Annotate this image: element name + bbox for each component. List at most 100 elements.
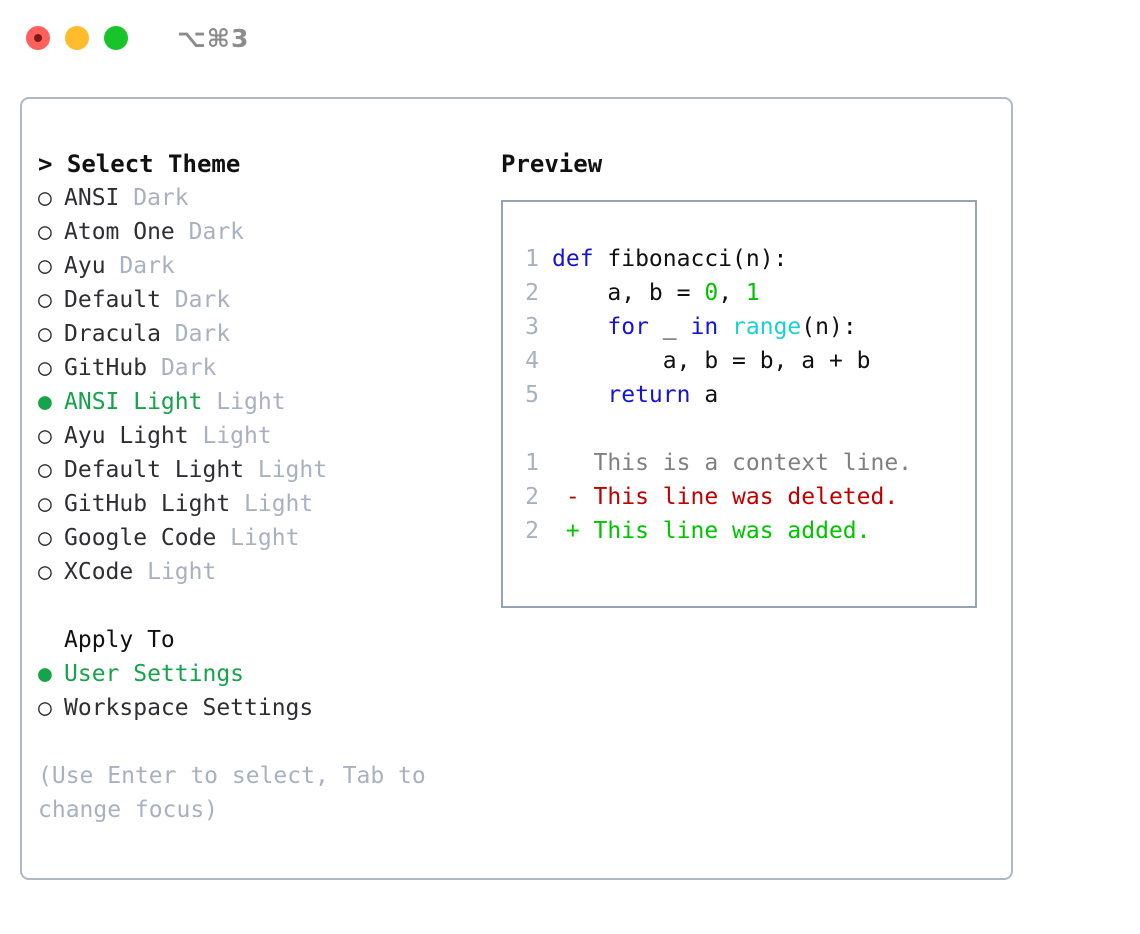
- code-token-keyword: return: [607, 382, 691, 408]
- diff-line-number: 2: [525, 484, 539, 510]
- theme-option-default[interactable]: ○Default Dark: [38, 283, 488, 317]
- radio-unselected-icon: ○: [38, 491, 52, 517]
- diff-marker: -: [552, 484, 594, 510]
- theme-option-dracula[interactable]: ○ Dracula Dark: [38, 317, 488, 351]
- radio-unselected-icon: ○: [38, 219, 52, 245]
- theme-option-tag: Light: [188, 423, 272, 449]
- theme-option-github-light[interactable]: ○ GitHub Light Light: [38, 487, 488, 521]
- diff-marker: +: [552, 518, 594, 544]
- theme-option-label: ANSI: [64, 185, 120, 211]
- radio-selected-icon: ●: [38, 389, 52, 415]
- theme-list: ○ANSI Dark○Atom One Dark○Ayu Dark○Defaul…: [38, 181, 488, 589]
- theme-option-label: Google Code: [64, 525, 217, 551]
- code-diff-separator: [525, 412, 975, 446]
- theme-option-ayu[interactable]: ○ Ayu Dark: [38, 249, 488, 283]
- theme-option-tag: Light: [133, 559, 217, 585]
- code-token-plain: fibonacci(n):: [607, 246, 788, 272]
- theme-option-ansi-light[interactable]: ● ANSI Light Light: [38, 385, 488, 419]
- prompt-caret-icon: >: [38, 150, 53, 178]
- diff-marker: [552, 450, 594, 476]
- theme-option-tag: Light: [230, 491, 314, 517]
- theme-option-default-light[interactable]: ○ Default Light Light: [38, 453, 488, 487]
- code-line: 4 a, b = b, a + b: [525, 344, 975, 378]
- code-token-plain: [552, 382, 607, 408]
- theme-option-ansi[interactable]: ○ ANSI Dark: [38, 181, 488, 215]
- diff-line-text: This line was deleted.: [593, 484, 899, 510]
- theme-option-google-code[interactable]: ○ Google Code Light: [38, 521, 488, 555]
- code-token-plain: _: [648, 314, 691, 340]
- theme-option-tag: Dark: [105, 253, 175, 279]
- diff-line-context: 1 This is a context line.: [525, 446, 975, 480]
- radio-unselected-icon: ○: [38, 423, 52, 449]
- maximize-button[interactable]: [104, 26, 128, 50]
- apply-to-option-user-settings[interactable]: ● User Settings: [38, 657, 488, 691]
- theme-option-label: XCode: [64, 559, 134, 585]
- code-line-number: 4: [525, 348, 539, 374]
- code-token-plain: [552, 314, 607, 340]
- theme-option-label: Dracula: [64, 321, 161, 347]
- code-token-plain: (n):: [801, 314, 857, 340]
- code-line-number: 3: [525, 314, 539, 340]
- select-theme-heading-label: Select Theme: [66, 150, 241, 178]
- radio-unselected-icon: ○: [38, 321, 52, 347]
- theme-option-label: ANSI Light: [64, 389, 203, 415]
- code-token-plain: ,: [718, 280, 746, 306]
- code-token-builtin: range: [732, 314, 802, 340]
- theme-option-tag: Dark: [160, 321, 231, 347]
- theme-option-tag: Light: [244, 457, 328, 483]
- radio-unselected-icon: ○: [38, 695, 52, 721]
- radio-unselected-icon: ○: [38, 525, 52, 551]
- apply-to-list: ● User Settings ○ Workspace Settings: [38, 657, 488, 725]
- radio-unselected-icon: ○: [38, 253, 52, 279]
- theme-option-ayu-light[interactable]: ○ Ayu Light Light: [38, 419, 488, 453]
- theme-option-label: Ayu: [64, 253, 106, 279]
- apply-to-option-workspace-settings[interactable]: ○ Workspace Settings: [38, 691, 488, 725]
- diff-line-number: 2: [525, 518, 539, 544]
- theme-option-tag: Light: [216, 525, 300, 551]
- diff-line-added: 2 + This line was added.: [525, 514, 975, 548]
- radio-unselected-icon: ○: [38, 287, 52, 313]
- diff-sample: 1 This is a context line. 2 - This line w…: [525, 446, 975, 548]
- diff-line-text: This is a context line.: [593, 450, 913, 476]
- apply-to-option-label: User Settings: [64, 661, 245, 687]
- window-title: ⌥⌘3: [177, 23, 250, 53]
- theme-option-label: GitHub Light: [64, 491, 231, 517]
- minimize-button[interactable]: [65, 26, 89, 50]
- preview-heading: Preview: [501, 150, 603, 178]
- code-line: 2 a, b = 0, 1: [525, 276, 975, 310]
- title-bar: ⌥⌘3: [0, 0, 1140, 76]
- theme-option-label: Ayu Light: [64, 423, 189, 449]
- code-token-plain: a, b = b, a + b: [552, 348, 871, 374]
- theme-option-label: Default Light: [64, 457, 245, 483]
- theme-selector-pane: > Select Theme ○ANSI Dark○Atom One Dark○…: [38, 147, 488, 827]
- code-line: 3 for _ in range(n):: [525, 310, 975, 344]
- theme-option-tag: Dark: [119, 185, 189, 211]
- code-token-plain: a: [690, 382, 719, 408]
- radio-selected-icon: ●: [38, 661, 52, 687]
- close-button[interactable]: [26, 26, 50, 50]
- radio-unselected-icon: ○: [38, 185, 52, 211]
- code-line: 5 return a: [525, 378, 975, 412]
- radio-unselected-icon: ○: [38, 355, 52, 381]
- theme-option-label: Atom One: [64, 219, 175, 245]
- apply-to-option-label: Workspace Settings: [64, 695, 314, 721]
- apply-to-heading: Apply To: [64, 627, 175, 653]
- code-line-number: 1: [525, 246, 539, 272]
- theme-option-tag: Dark: [174, 219, 245, 245]
- code-line-number: 5: [525, 382, 539, 408]
- radio-unselected-icon: ○: [38, 457, 52, 483]
- select-theme-heading: > Select Theme: [38, 147, 488, 181]
- theme-option-xcode[interactable]: ○XCode Light: [38, 555, 488, 589]
- spacer: [38, 589, 488, 623]
- code-token-plain: [718, 314, 732, 340]
- theme-option-label: GitHub: [64, 355, 148, 381]
- traffic-light-group: [26, 26, 128, 50]
- theme-option-tag: Light: [202, 389, 286, 415]
- theme-option-github[interactable]: ○GitHub Dark: [38, 351, 488, 385]
- theme-option-atom-one[interactable]: ○ Atom One Dark: [38, 215, 488, 249]
- code-line-number: 2: [525, 280, 539, 306]
- main-panel: > Select Theme ○ANSI Dark○Atom One Dark○…: [20, 97, 1013, 880]
